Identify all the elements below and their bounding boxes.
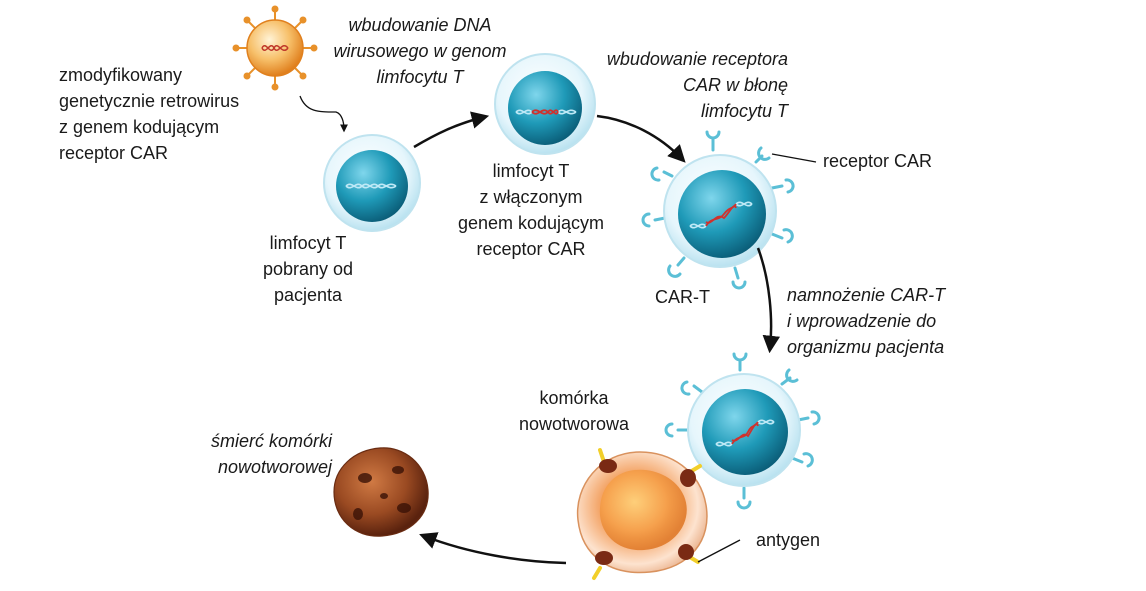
arrow-virus-to-tcell [299,95,348,133]
step-expansion-label: namnożenie CAR-T i wprowadzenie do organ… [787,285,946,357]
step-dna-integration-label: wbudowanie DNA wirusowego w genom limfoc… [333,15,507,87]
car-t-label: CAR-T [655,287,710,307]
cell-death-label: śmierć komórki nowotworowej [210,431,332,477]
arrow-to-tcell-with-gene [413,111,490,149]
tcell-patient [323,134,421,232]
car-t-cell-attacking [664,352,821,510]
antigen-pointer-line [697,539,741,563]
dead-tumor-cell [333,447,429,537]
process-arrows [413,111,781,565]
car-receptors [641,130,795,290]
retrovirus [232,5,318,91]
antigen-label: antygen [756,530,821,550]
tcell-with-gene-label: limfocyt T z włączonym genem kodującym r… [457,161,605,259]
virus-spikes [232,5,318,91]
virus-body [246,19,304,77]
step-car-receptor-label: wbudowanie receptora CAR w błonę limfocy… [606,49,788,121]
virus-dna [261,45,289,51]
receptor-pointer-line [771,153,817,163]
receptor-car-label: receptor CAR [823,151,933,171]
arrow-to-patient [756,247,781,354]
arrow-to-car-t [596,114,686,163]
car-t-cell [641,130,795,290]
cancer-cell-label: komórka nowotworowa [518,388,630,434]
tcell-patient-label: limfocyt T pobrany od pacjenta [262,233,354,305]
arrow-to-cell-death [419,532,567,565]
tcell-with-gene [494,53,596,155]
retrovirus-label: zmodyfikowany genetycznie retrowirus z g… [59,65,240,163]
tumor-cell [576,448,708,580]
